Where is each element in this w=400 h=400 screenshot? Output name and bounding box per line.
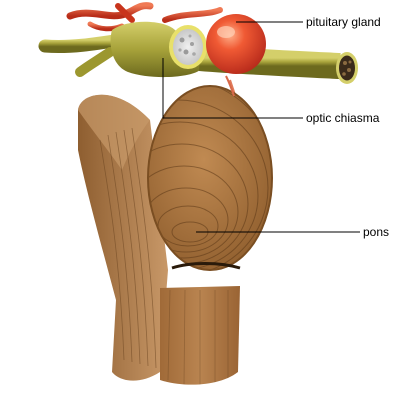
arteries (66, 2, 237, 99)
spinal-stem (160, 286, 240, 385)
optic-nerve-cut-end (336, 52, 358, 84)
pons-label: pons (363, 225, 390, 239)
chiasma-cut-section (169, 25, 207, 69)
pituitary-gland (206, 14, 266, 74)
leader-lines (162, 21, 360, 233)
chiasma-leader (162, 58, 303, 119)
medulla (78, 94, 168, 381)
optic-chiasma-label: optic chiasma (306, 111, 380, 125)
pons (147, 85, 273, 271)
pituitary-gland-label: pituitary gland (306, 15, 381, 29)
